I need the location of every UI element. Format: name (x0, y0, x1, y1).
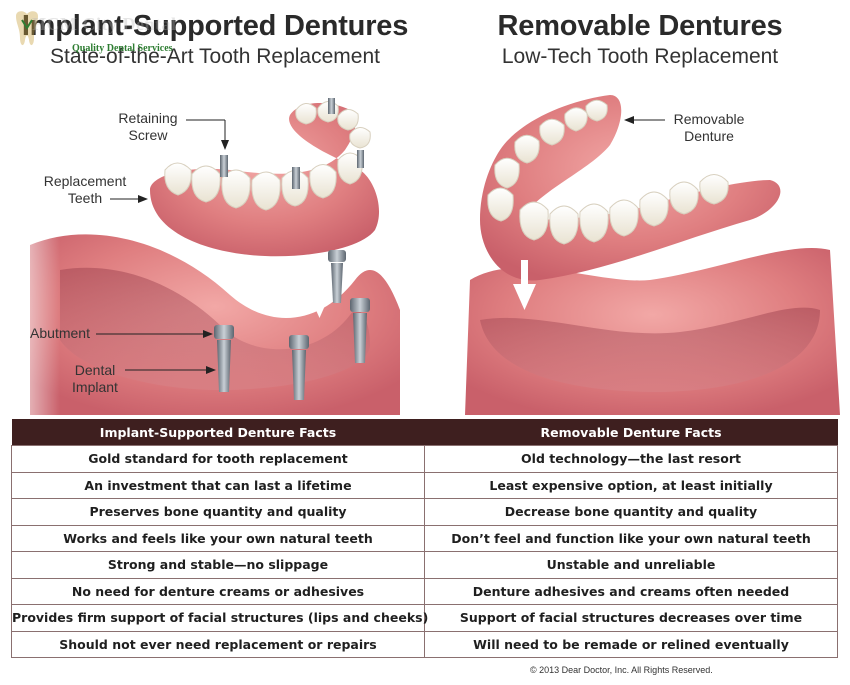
implant-title: Implant-Supported Dentures (21, 10, 409, 42)
removable-fact-cell: Denture adhesives and creams often neede… (424, 577, 838, 605)
implant-fact-cell: Works and feels like your own natural te… (11, 524, 425, 552)
replacement-teeth-label: Replacement Teeth (30, 173, 140, 207)
right-down-arrow (513, 260, 536, 310)
implant-fact-cell: Gold standard for tooth replacement (11, 445, 425, 473)
removable-title: Removable Dentures (497, 10, 783, 42)
copyright-notice: © 2013 Dear Doctor, Inc. All Rights Rese… (530, 665, 713, 675)
implant-fact-cell: Strong and stable—no slippage (11, 551, 425, 579)
implant-subtitle: State-of-the-Art Tooth Replacement (50, 45, 380, 68)
implant-fact-cell: Preserves bone quantity and quality (11, 498, 425, 526)
removable-facts-header: Removable Denture Facts (424, 419, 838, 446)
dental-implant-label: Dental Implant (60, 362, 130, 396)
implant-fact-cell: No need for denture creams or adhesives (11, 577, 425, 605)
removable-fact-cell: Least expensive option, at least initial… (424, 471, 838, 499)
left-down-arrow (308, 255, 331, 318)
implant-denture (150, 98, 380, 257)
replacement-teeth-line1: Replacement (43, 173, 127, 189)
retaining-screw-label: Retaining Screw (108, 110, 188, 144)
implant-fact-cell: An investment that can last a lifetime (11, 471, 425, 499)
implant-fact-cell: Provides firm support of facial structur… (11, 604, 428, 632)
removable-denture-line1: Removable (673, 111, 745, 127)
retaining-screw-line1: Retaining (118, 110, 178, 126)
removable-denture-label: Removable Denture (664, 111, 754, 145)
replacement-teeth-line2: Teeth (67, 190, 103, 206)
removable-subtitle: Low-Tech Tooth Replacement (501, 45, 779, 68)
right-jaw (465, 247, 840, 415)
table-header-row: Implant-Supported Denture Facts Removabl… (11, 419, 838, 446)
removable-fact-cell: Don’t feel and function like your own na… (424, 524, 838, 552)
removable-fact-cell: Old technology—the last resort (424, 445, 838, 473)
dental-implant-line1: Dental (74, 362, 116, 378)
denture-illustration (0, 95, 840, 420)
table-row: Should not ever need replacement or repa… (11, 630, 838, 658)
removable-heading: Removable Dentures Low-Tech Tooth Replac… (440, 8, 840, 70)
implant-facts-header: Implant-Supported Denture Facts (11, 419, 425, 446)
implant-fact-cell: Should not ever need replacement or repa… (11, 630, 425, 658)
implants (214, 250, 370, 400)
dental-implant-line2: Implant (72, 379, 118, 395)
watermark-logo: HCM City Dental Quality Dental Services (12, 8, 212, 56)
watermark-name: HCM City Dental (32, 14, 177, 34)
facts-table: Implant-Supported Denture Facts Removabl… (11, 419, 838, 658)
removable-fact-cell: Decrease bone quantity and quality (424, 498, 838, 526)
removable-fact-cell: Will need to be remade or relined eventu… (424, 630, 838, 658)
implant-heading: Implant-Supported Dentures State-of-the-… (10, 8, 420, 70)
watermark-tagline: Quality Dental Services (72, 43, 173, 54)
removable-fact-cell: Support of facial structures decreases o… (424, 604, 838, 632)
removable-denture (480, 95, 781, 281)
table-row: Provides firm support of facial structur… (11, 604, 838, 632)
removable-fact-cell: Unstable and unreliable (424, 551, 838, 579)
tooth-logo-icon (16, 11, 38, 46)
retaining-screw-line2: Screw (128, 127, 168, 143)
abutment-label: Abutment (30, 325, 90, 341)
removable-denture-line2: Denture (684, 128, 734, 144)
table-row: Works and feels like your own natural te… (11, 524, 838, 552)
leader-lines (96, 116, 665, 374)
